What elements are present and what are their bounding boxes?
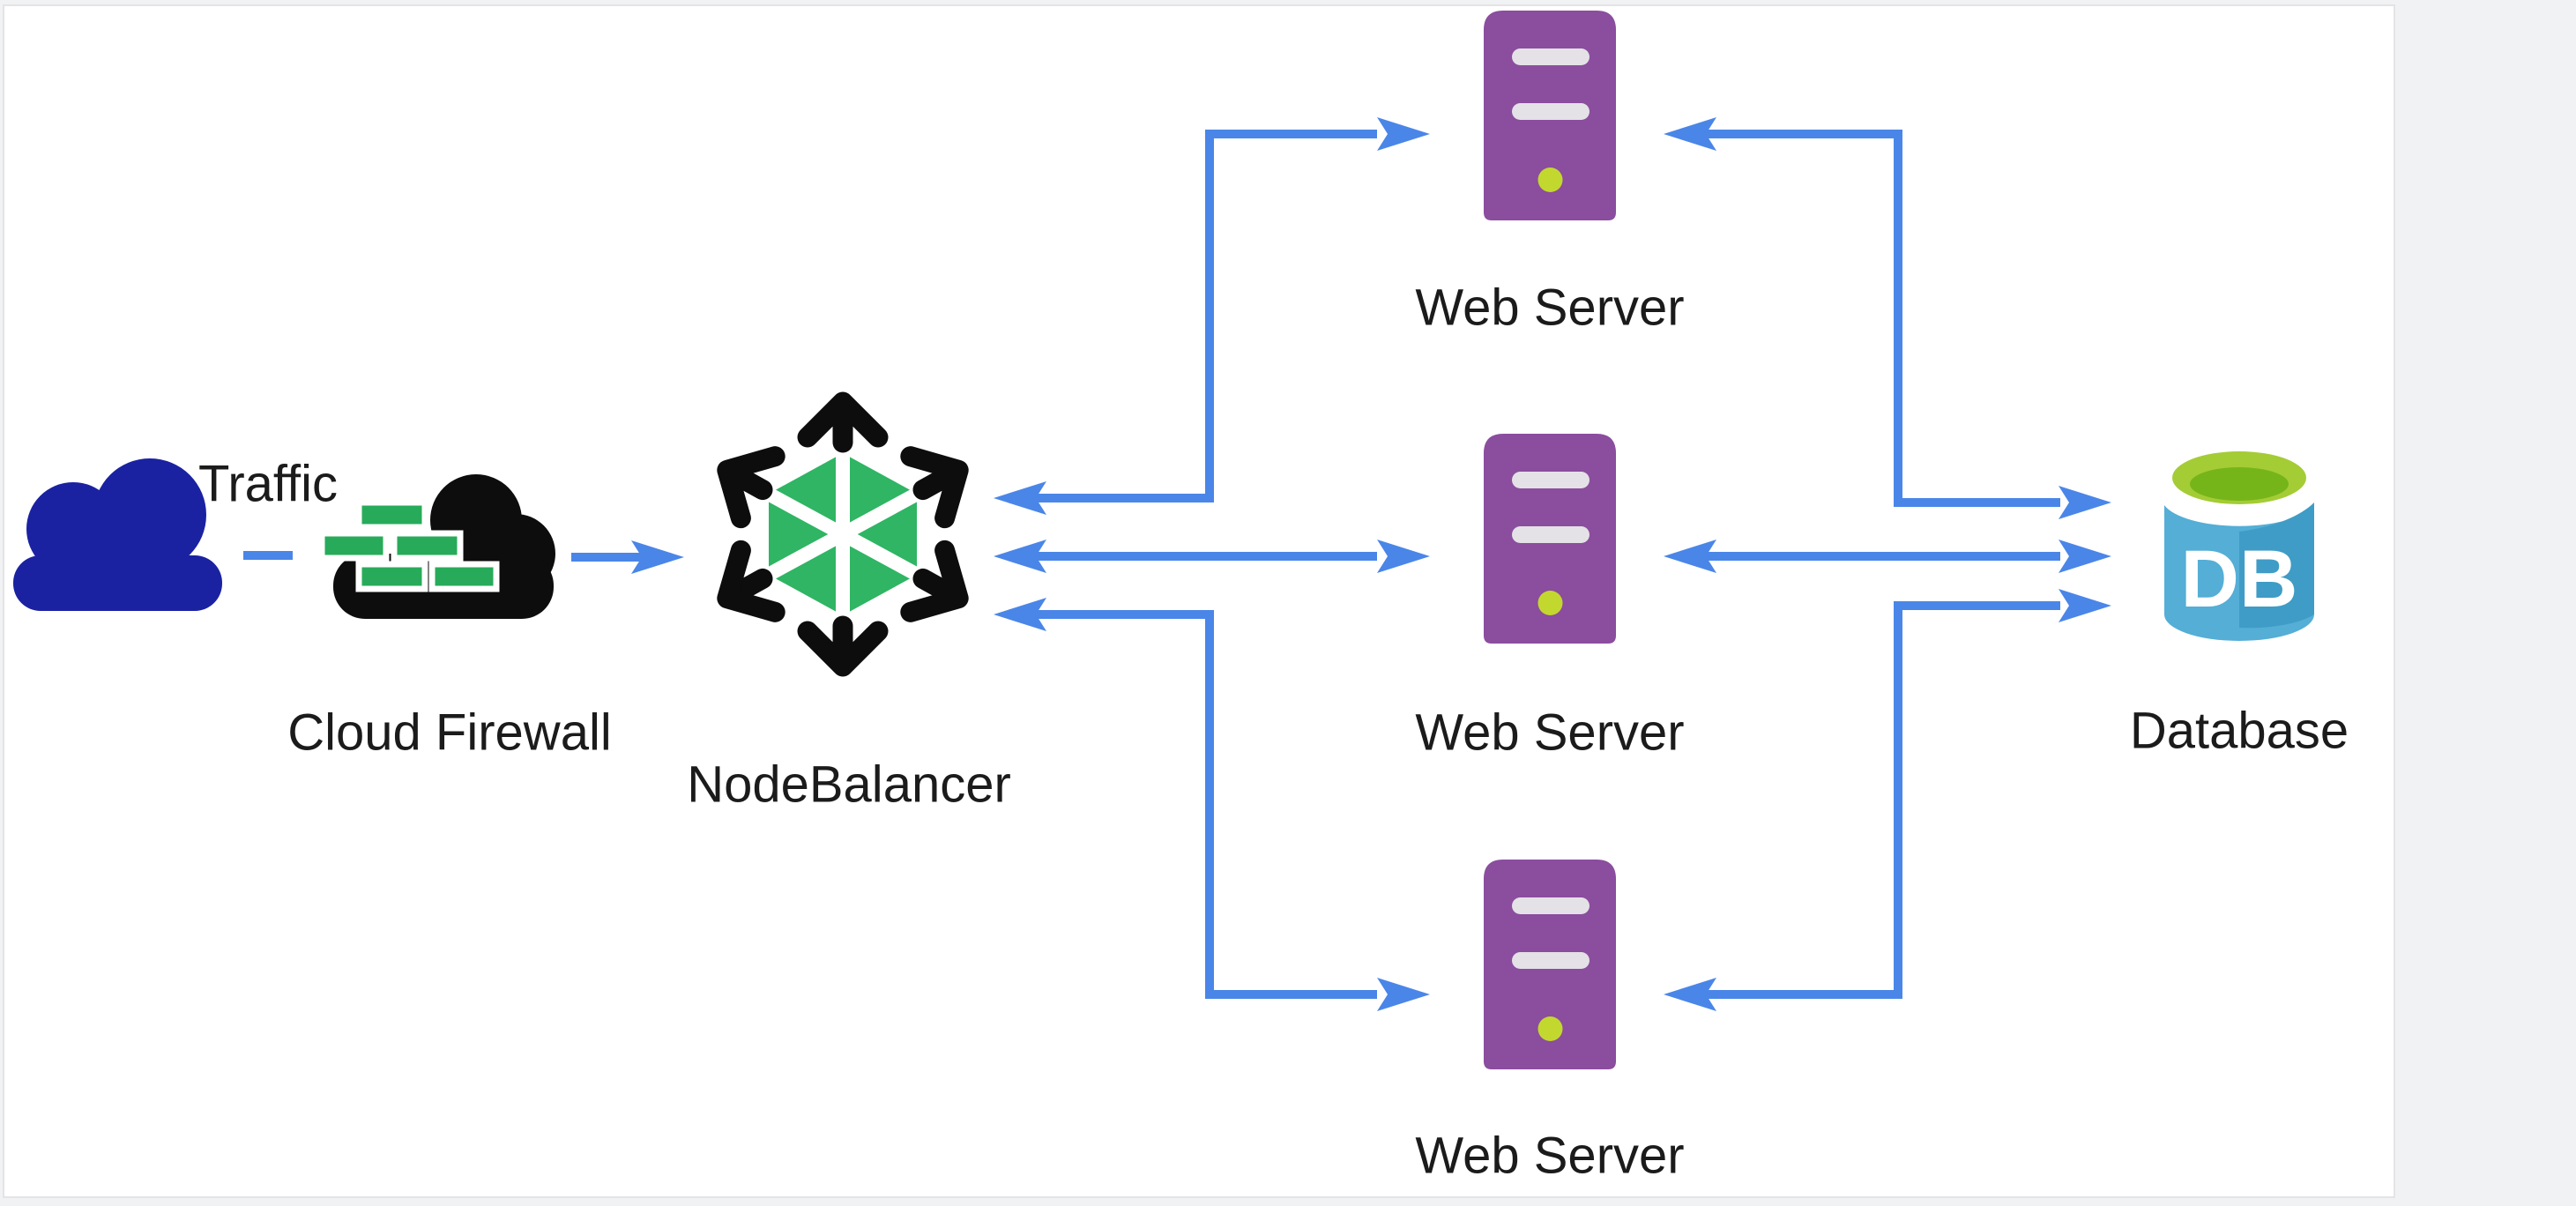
connector-nodebalancer-webserver-3 [994, 598, 1430, 1011]
connector-nodebalancer-webserver-1 [994, 117, 1430, 515]
cloud-firewall-icon [318, 474, 555, 619]
web-server-icon-1 [1484, 11, 1616, 220]
connector-webserver-2-database [1664, 540, 2111, 573]
nodebalancer-spokes [755, 439, 931, 629]
traffic-label: Traffic [198, 455, 338, 513]
connector-nodebalancer-webserver-2 [994, 540, 1430, 573]
database-label: Database [2129, 702, 2349, 760]
web-server-icon-3 [1484, 860, 1616, 1069]
db-icon-text: DB [2181, 534, 2298, 624]
firewall-nodebalancer-arrow [571, 540, 684, 574]
traffic-cloud-icon [13, 458, 222, 611]
connector-webserver-3-database [1664, 589, 2111, 1011]
connectors [243, 117, 2111, 1011]
database-icon: DB [2158, 446, 2320, 651]
nodebalancer-label: NodeBalancer [687, 756, 1011, 814]
firewall-bricks [318, 499, 500, 592]
cloud-firewall-label: Cloud Firewall [287, 704, 612, 762]
web-server-label-1: Web Server [1415, 279, 1685, 337]
db-body-shade [2239, 502, 2314, 629]
web-server-label-3: Web Server [1415, 1127, 1685, 1185]
web-server-icon-2 [1484, 434, 1616, 644]
web-server-label-2: Web Server [1415, 704, 1685, 762]
nodebalancer-icon [710, 402, 975, 666]
traffic-firewall-dashed-connector [243, 551, 293, 560]
db-top-inner [2190, 467, 2289, 501]
connector-webserver-1-database [1664, 117, 2111, 519]
